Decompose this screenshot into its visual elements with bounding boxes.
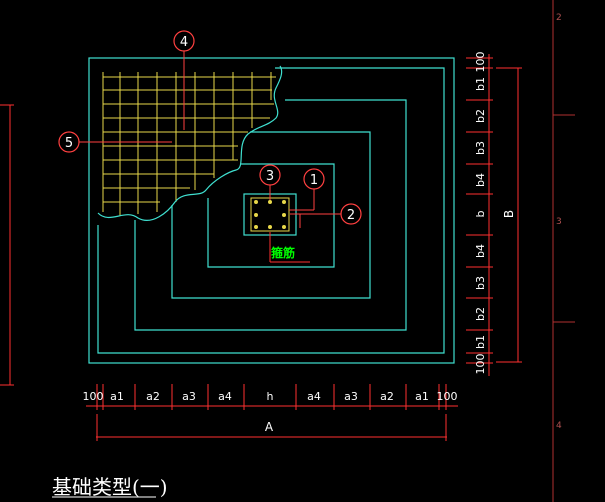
dim-right-100-top: 100 <box>474 52 487 73</box>
rebar-mesh <box>102 72 276 216</box>
outline-step-1 <box>97 67 445 354</box>
left-partial-dimension <box>0 104 14 386</box>
dim-right-b: b <box>474 210 487 217</box>
dim-bottom-a2-left: a2 <box>146 390 160 403</box>
callout-5-number: 5 <box>65 136 73 151</box>
callout-2[interactable]: 2 <box>290 203 362 228</box>
dim-bottom-total-a: A <box>265 420 274 434</box>
dim-right-b1-top: b1 <box>474 77 487 91</box>
dim-bottom-a1-left: a1 <box>110 390 124 403</box>
dim-bottom-h: h <box>267 390 274 403</box>
dim-bottom-a3-right: a3 <box>344 390 358 403</box>
break-line <box>97 65 283 221</box>
bottom-dimension-chain: 100 a1 a2 a3 a4 h a4 a3 a2 a1 100 <box>83 384 458 410</box>
callout-5[interactable]: 5 <box>58 131 172 153</box>
dim-right-b4-bottom: b4 <box>474 244 487 258</box>
dim-bottom-a2-right: a2 <box>380 390 394 403</box>
dim-right-b4-top: b4 <box>474 173 487 187</box>
dim-right-b3-bottom: b3 <box>474 276 487 290</box>
dim-right-b3-top: b3 <box>474 141 487 155</box>
callout-1-number: 1 <box>310 173 318 188</box>
right-ruler: 2 3 4 <box>552 0 575 502</box>
dim-bottom-a4-left: a4 <box>218 390 232 403</box>
dim-bottom-a4-right: a4 <box>307 390 321 403</box>
dim-right-b2-top: b2 <box>474 109 487 123</box>
dim-bottom-100-right: 100 <box>437 390 458 403</box>
outline-step-2 <box>134 99 407 331</box>
dim-bottom-a1-right: a1 <box>415 390 429 403</box>
outline-step-4 <box>207 163 335 268</box>
callout-4[interactable]: 4 <box>173 30 195 130</box>
dim-right-b1-bottom: b1 <box>474 335 487 349</box>
ruler-mark-2: 2 <box>556 13 562 23</box>
dim-right-total-b: B <box>502 210 516 218</box>
callout-3[interactable]: 3 <box>259 164 281 200</box>
right-dimension-chain: 100 b1 b2 b3 b4 b b4 b3 b2 b1 100 <box>466 52 493 376</box>
drawing-title: 基础类型(一) <box>52 475 168 499</box>
callout-2-number: 2 <box>347 208 355 223</box>
callout-4-number: 4 <box>180 35 188 50</box>
right-total-dimension: B <box>496 67 522 363</box>
bottom-total-dimension: A <box>96 414 447 441</box>
callout-3-number: 3 <box>266 169 274 184</box>
ruler-mark-3: 3 <box>556 217 562 227</box>
dim-right-b2-bottom: b2 <box>474 307 487 321</box>
rebar-label: 箍筋 <box>270 245 295 260</box>
dim-bottom-a3-left: a3 <box>182 390 196 403</box>
dim-right-100-bottom: 100 <box>474 354 487 375</box>
callout-1[interactable]: 1 <box>289 168 325 211</box>
dim-bottom-100-left: 100 <box>83 390 104 403</box>
ruler-mark-4: 4 <box>556 421 562 431</box>
outline-step-3 <box>171 131 371 299</box>
column-rebars <box>254 200 286 229</box>
outline-step-0 <box>88 57 455 364</box>
